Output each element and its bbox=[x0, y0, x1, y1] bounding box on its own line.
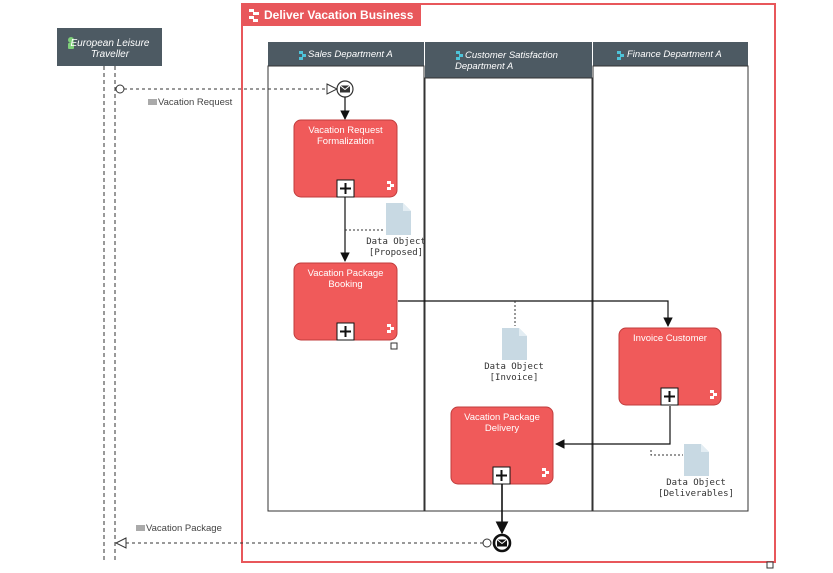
plus-icon[interactable] bbox=[336, 322, 355, 341]
task-label-invoice: Invoice Customer bbox=[633, 333, 707, 344]
lane-name-finance: Finance Department A bbox=[627, 49, 722, 60]
association-deliverables bbox=[650, 450, 683, 456]
plus-icon[interactable] bbox=[336, 179, 355, 198]
data-object-invoice-state: [Invoice] bbox=[489, 373, 539, 383]
data-object-deliverables-state: [Deliverables] bbox=[658, 489, 734, 499]
message-request-icon bbox=[148, 99, 157, 105]
plus-icon[interactable] bbox=[660, 387, 679, 406]
lane-customer-icon bbox=[456, 51, 463, 60]
lane-finance[interactable] bbox=[592, 65, 749, 512]
person-icon bbox=[68, 37, 74, 49]
subprocess-type-icon bbox=[387, 181, 394, 190]
envelope-icon bbox=[496, 539, 508, 547]
envelope-icon bbox=[339, 85, 351, 93]
pool-corner-marker bbox=[766, 561, 774, 569]
message-request-source bbox=[115, 84, 125, 94]
message-label-request: Vacation Request bbox=[158, 97, 233, 108]
plus-icon[interactable] bbox=[492, 466, 511, 485]
lane-customer-satisfaction[interactable] bbox=[424, 77, 593, 512]
task-label-formalization: Vacation Request Formalization bbox=[308, 125, 383, 147]
message-package-source bbox=[482, 538, 492, 548]
data-object-proposed-name: Data Object bbox=[366, 237, 426, 247]
lane-name-customer-satisfaction: Customer Satisfaction Department A bbox=[455, 50, 558, 72]
booking-attachment-marker bbox=[390, 342, 398, 350]
lane-finance-icon bbox=[617, 51, 624, 60]
message-request-arrowhead bbox=[326, 83, 339, 95]
message-label-package: Vacation Package bbox=[146, 523, 222, 534]
actor-name: European Leisure Traveller bbox=[70, 38, 150, 60]
lane-header-sales[interactable] bbox=[268, 42, 424, 66]
subprocess-type-icon bbox=[387, 324, 394, 333]
data-object-invoice-name: Data Object bbox=[484, 362, 544, 372]
flow-invoice-to-delivery[interactable] bbox=[555, 406, 671, 449]
message-package-arrowhead bbox=[114, 537, 127, 549]
data-object-proposed-state: [Proposed] bbox=[368, 248, 424, 258]
flow-booking-to-invoice[interactable] bbox=[398, 300, 673, 327]
pool-subprocess-icon bbox=[249, 9, 259, 22]
actor-header[interactable] bbox=[57, 28, 162, 66]
data-object-deliverables-name: Data Object bbox=[666, 478, 726, 488]
lane-name-sales: Sales Department A bbox=[308, 49, 393, 60]
pool-title: Deliver Vacation Business bbox=[264, 8, 414, 22]
message-package-icon bbox=[136, 525, 145, 531]
subprocess-type-icon bbox=[542, 468, 549, 477]
task-label-booking: Vacation Package Booking bbox=[307, 268, 384, 290]
lane-sales-icon bbox=[299, 51, 306, 60]
lane-sales[interactable] bbox=[267, 65, 425, 512]
task-label-delivery: Vacation Package Delivery bbox=[464, 412, 540, 434]
subprocess-type-icon bbox=[710, 390, 717, 399]
pool-title-tab[interactable] bbox=[242, 4, 421, 26]
lane-header-customer-satisfaction[interactable] bbox=[425, 42, 592, 78]
pool-frame[interactable] bbox=[241, 3, 776, 563]
